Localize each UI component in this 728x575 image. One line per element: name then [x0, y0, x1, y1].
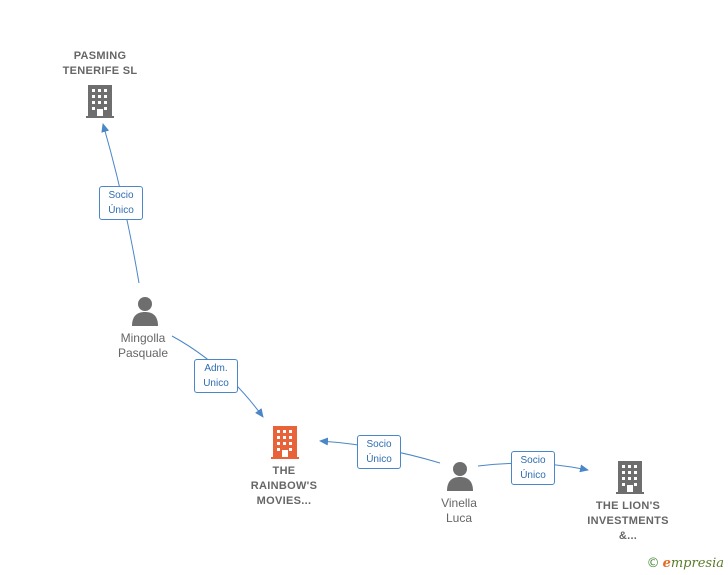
building-icon	[616, 461, 644, 494]
company-label-rainbow[interactable]: THE RAINBOW'S MOVIES...	[250, 465, 318, 507]
person-icon	[132, 297, 158, 326]
company-label-lion[interactable]: THE LION'S INVESTMENTS &...	[587, 500, 669, 542]
building-icon	[86, 85, 114, 118]
person-icon	[447, 462, 473, 491]
person-label-vinella[interactable]: Vinella Luca	[441, 496, 477, 525]
edge-label-vinella-lion: Socio Único	[511, 451, 555, 485]
company-label-pasming[interactable]: PASMING TENERIFE SL	[62, 50, 138, 77]
building-icon	[271, 426, 299, 459]
empresia-logo[interactable]: ©empresia	[646, 556, 724, 571]
edge-label-mingolla-pasming: Socio Único	[99, 186, 143, 220]
copyright-icon: ©	[646, 556, 660, 571]
edge-label-vinella-rainbow: Socio Único	[357, 435, 401, 469]
edge-label-mingolla-rainbow: Adm. Unico	[194, 359, 238, 393]
person-label-mingolla[interactable]: Mingolla Pasquale	[117, 331, 169, 360]
